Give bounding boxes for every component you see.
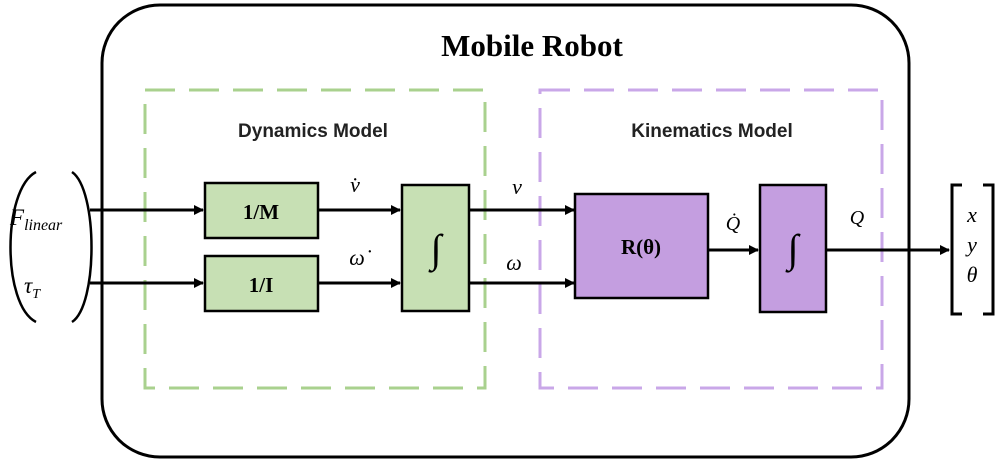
rotation-block <box>573 192 710 300</box>
inertia-block-label: 1/I <box>249 273 274 297</box>
kinematics-region <box>538 88 884 390</box>
input-force: Flinear <box>9 205 63 234</box>
mass-block <box>203 181 320 240</box>
signal-v-dot: v̇ <box>350 172 360 197</box>
input-left-paren <box>9 170 37 324</box>
signal-q: Q <box>850 207 865 229</box>
input-right-paren <box>71 170 93 324</box>
signal-q-dot: Q̇ <box>726 212 741 235</box>
mass-block-label: 1/M <box>243 200 279 224</box>
output-theta: θ <box>967 262 978 287</box>
output-y: y <box>965 232 977 257</box>
kinematics-integrator-symbol: ∫ <box>785 226 802 273</box>
dynamics-integrator-symbol: ∫ <box>428 226 445 273</box>
diagram-title: Mobile Robot <box>441 28 623 63</box>
signal-v: ν <box>512 174 522 199</box>
mobile-robot-container <box>100 3 911 459</box>
kinematics-label: Kinematics Model <box>631 121 793 142</box>
signal-omega-dot: ω̇ <box>349 245 372 270</box>
input-torque: τT <box>24 273 41 302</box>
output-left-bracket <box>950 183 962 316</box>
signal-omega: ω <box>506 250 522 275</box>
output-x: x <box>966 202 977 227</box>
dynamics-region <box>143 88 487 390</box>
output-right-bracket <box>983 183 995 316</box>
rotation-block-label: R(θ) <box>621 235 661 259</box>
dynamics-label: Dynamics Model <box>238 121 388 142</box>
dynamics-integrator-block <box>400 183 471 313</box>
